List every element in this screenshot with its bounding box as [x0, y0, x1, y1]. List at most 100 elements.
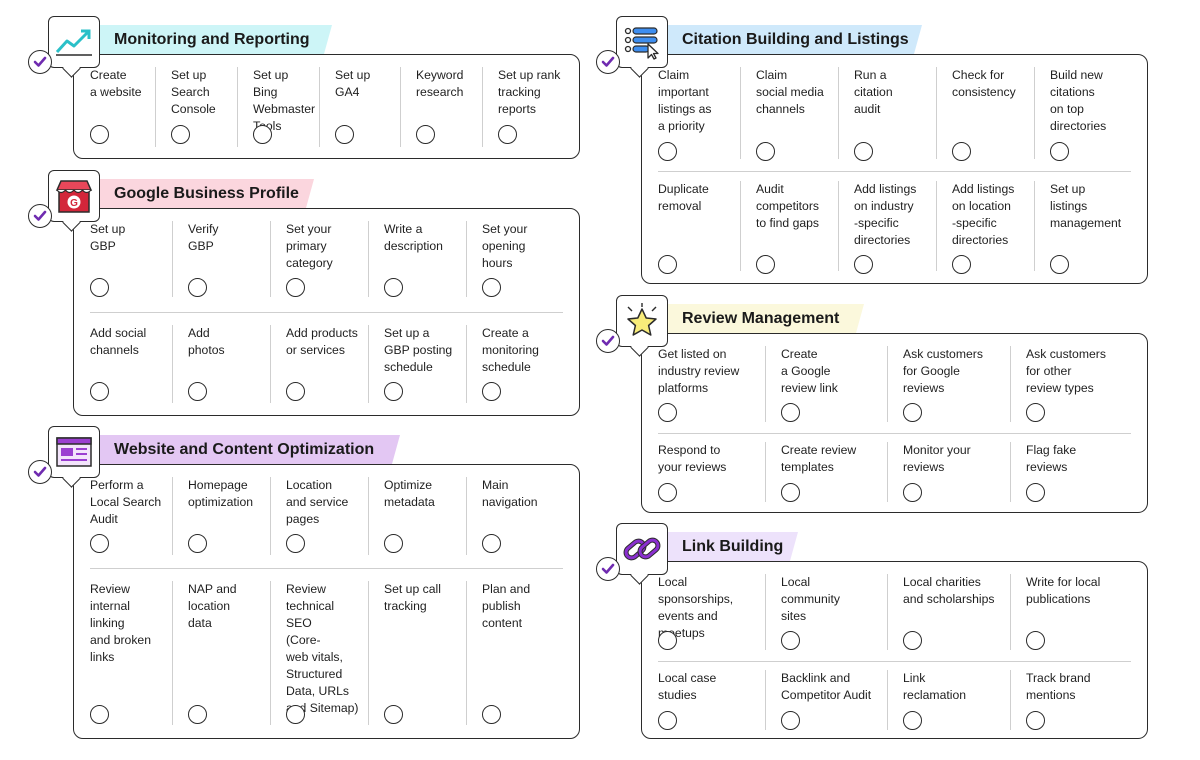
item-checkbox[interactable] — [90, 705, 109, 724]
item-checkbox[interactable] — [253, 125, 272, 144]
item-label: Claim social media channels — [756, 68, 824, 116]
item-label: Local charities and scholarships — [903, 575, 995, 606]
review-row-1: Get listed on industry review platforms … — [642, 346, 1147, 428]
item-checkbox[interactable] — [658, 711, 677, 730]
gbp-title: Google Business Profile — [114, 185, 299, 202]
item-checkbox[interactable] — [384, 382, 403, 401]
item-checkbox[interactable] — [952, 142, 971, 161]
item-checkbox[interactable] — [658, 403, 677, 422]
checklist-item: Local charities and scholarships — [887, 574, 1010, 656]
citation-banner: Citation Building and Listings — [668, 25, 922, 54]
list-cursor-icon — [616, 16, 668, 68]
item-label: Write a description — [384, 222, 443, 253]
item-checkbox[interactable] — [756, 255, 775, 274]
item-label: Set up GA4 — [335, 68, 371, 99]
item-checkbox[interactable] — [90, 278, 109, 297]
item-checkbox[interactable] — [286, 278, 305, 297]
item-checkbox[interactable] — [1026, 403, 1045, 422]
item-checkbox[interactable] — [658, 631, 677, 650]
checklist-item: Set your primary category — [270, 221, 368, 303]
item-checkbox[interactable] — [90, 382, 109, 401]
item-checkbox[interactable] — [90, 534, 109, 553]
review-title: Review Management — [682, 310, 840, 327]
item-checkbox[interactable] — [658, 255, 677, 274]
item-checkbox[interactable] — [416, 125, 435, 144]
item-checkbox[interactable] — [903, 483, 922, 502]
item-label: Add social channels — [90, 326, 147, 357]
item-label: Keyword research — [416, 68, 464, 99]
item-checkbox[interactable] — [188, 278, 207, 297]
checklist-item: Optimize metadata — [368, 477, 466, 561]
link-card: Local sponsorships, events and meetups L… — [641, 561, 1148, 739]
checklist-item: Track brand mentions — [1010, 670, 1134, 736]
item-label: Add listings on industry -specific direc… — [854, 182, 917, 247]
item-checkbox[interactable] — [335, 125, 354, 144]
item-checkbox[interactable] — [781, 631, 800, 650]
item-label: Flag fake reviews — [1026, 443, 1077, 474]
item-label: Set up call tracking — [384, 582, 441, 613]
item-checkbox[interactable] — [854, 142, 873, 161]
item-checkbox[interactable] — [903, 631, 922, 650]
item-checkbox[interactable] — [1026, 711, 1045, 730]
item-checkbox[interactable] — [384, 278, 403, 297]
item-checkbox[interactable] — [854, 255, 873, 274]
item-checkbox[interactable] — [482, 382, 501, 401]
item-checkbox[interactable] — [188, 382, 207, 401]
item-label: Add photos — [188, 326, 225, 357]
citation-card: Claim important listings as a priority C… — [641, 54, 1148, 284]
checklist-item: Perform a Local Search Audit — [74, 477, 172, 561]
item-checkbox[interactable] — [756, 142, 775, 161]
item-label: Ask customers for other review types — [1026, 347, 1106, 395]
item-checkbox[interactable] — [171, 125, 190, 144]
item-label: Review technical SEO (Core- web vitals, … — [286, 582, 359, 715]
item-label: Ask customers for Google reviews — [903, 347, 983, 395]
item-checkbox[interactable] — [658, 483, 677, 502]
item-label: Plan and publish content — [482, 582, 531, 630]
svg-text:G: G — [70, 198, 78, 209]
item-checkbox[interactable] — [1026, 631, 1045, 650]
item-checkbox[interactable] — [482, 705, 501, 724]
item-checkbox[interactable] — [482, 278, 501, 297]
checklist-item: Check for consistency — [936, 67, 1034, 165]
item-checkbox[interactable] — [286, 705, 305, 724]
item-checkbox[interactable] — [781, 711, 800, 730]
item-checkbox[interactable] — [286, 382, 305, 401]
item-checkbox[interactable] — [498, 125, 517, 144]
website-title: Website and Content Optimization — [114, 441, 375, 458]
item-checkbox[interactable] — [384, 534, 403, 553]
checkmark-icon — [28, 50, 52, 74]
item-label: Get listed on industry review platforms — [658, 347, 740, 395]
item-checkbox[interactable] — [903, 711, 922, 730]
item-checkbox[interactable] — [781, 403, 800, 422]
checklist-item: Monitor your reviews — [887, 442, 1010, 508]
checklist-item: Write for local publications — [1010, 574, 1134, 656]
item-label: Add listings on location -specific direc… — [952, 182, 1015, 247]
checklist-item: Review internal linking and broken links — [74, 581, 172, 731]
item-checkbox[interactable] — [1050, 142, 1069, 161]
item-checkbox[interactable] — [903, 403, 922, 422]
item-checkbox[interactable] — [1026, 483, 1045, 502]
item-checkbox[interactable] — [188, 534, 207, 553]
item-label: Perform a Local Search Audit — [90, 478, 162, 526]
item-label: Set up Search Console — [171, 68, 216, 116]
monitoring-row: Create a website Set up Search Console S… — [74, 67, 579, 153]
item-label: Add products or services — [286, 326, 358, 357]
item-checkbox[interactable] — [658, 142, 677, 161]
item-checkbox[interactable] — [781, 483, 800, 502]
checklist-item: Review technical SEO (Core- web vitals, … — [270, 581, 368, 731]
checklist-item: Set up call tracking — [368, 581, 466, 731]
checklist-item: Set up Bing Webmaster Tools — [237, 67, 319, 153]
item-checkbox[interactable] — [482, 534, 501, 553]
checklist-item: Backlink and Competitor Audit — [765, 670, 887, 736]
item-label: Set up rank tracking reports — [498, 68, 561, 116]
item-checkbox[interactable] — [1050, 255, 1069, 274]
checkmark-icon — [596, 557, 620, 581]
item-checkbox[interactable] — [952, 255, 971, 274]
checklist-item: Run a citation audit — [838, 67, 936, 165]
item-checkbox[interactable] — [188, 705, 207, 724]
checklist-item: Add photos — [172, 325, 270, 409]
item-checkbox[interactable] — [286, 534, 305, 553]
item-checkbox[interactable] — [384, 705, 403, 724]
storefront-icon: G — [48, 170, 100, 222]
item-checkbox[interactable] — [90, 125, 109, 144]
